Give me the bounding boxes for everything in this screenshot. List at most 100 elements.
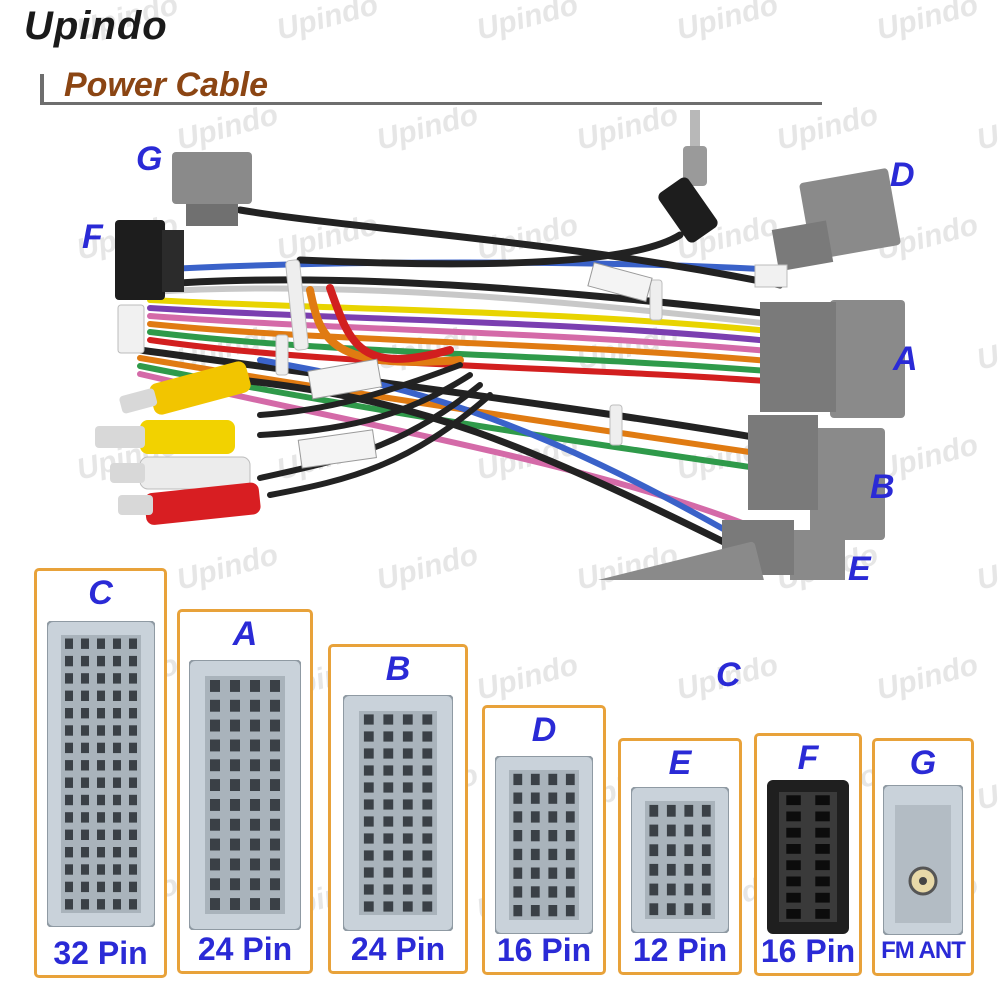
pin-slot (81, 812, 89, 823)
pin-slot (97, 638, 105, 649)
pin-slot (548, 792, 558, 804)
pin-slot (81, 777, 89, 788)
pin-slot (383, 731, 394, 742)
pin-slot (548, 867, 558, 879)
pin-slot (65, 812, 73, 823)
pin-slot (230, 719, 240, 732)
callout-f: F (82, 218, 103, 256)
pin-slot (270, 759, 280, 772)
pin-slot (129, 742, 137, 754)
connector-c-face (47, 621, 155, 927)
pin-slot (548, 848, 558, 861)
pin-slot (363, 748, 374, 759)
connector-a-face (189, 660, 301, 930)
pin-slot (684, 863, 694, 876)
pin-slot (97, 742, 105, 754)
pin-slot (815, 860, 830, 871)
pin-slot (422, 833, 433, 844)
connector-g-body (172, 152, 252, 226)
watermark-text: Upindo (973, 758, 1000, 817)
pin-slot (383, 714, 394, 725)
watermark-text: Upindo (473, 0, 581, 47)
pin-slot (402, 850, 413, 861)
pin-slot (383, 748, 394, 759)
pin-slot (422, 816, 433, 827)
pin-slot (129, 655, 137, 667)
pin-slot (65, 690, 73, 701)
pin-slot (815, 892, 830, 903)
pin-slot (363, 867, 374, 878)
pin-slot (530, 905, 540, 917)
pin-slot (383, 782, 394, 793)
pin-slot (402, 901, 413, 912)
pin-slot (81, 847, 89, 858)
pin-slot (383, 884, 394, 895)
pin-slot (65, 794, 73, 806)
pin-slot (250, 818, 260, 831)
pin-slot (513, 830, 523, 842)
pin-slot (65, 899, 73, 910)
pin-slot (565, 773, 575, 786)
connector-box-g: G FM ANT (872, 738, 974, 976)
pin-slot (129, 760, 137, 771)
pin-slot (129, 638, 137, 649)
pin-slot (230, 739, 240, 752)
watermark-text: Upindo (473, 648, 581, 707)
pin-slot (666, 844, 676, 857)
pin-slot (422, 731, 433, 742)
pin-slot (65, 881, 73, 893)
connector-letter: B (385, 650, 411, 688)
connector-a-body (760, 300, 905, 418)
pin-slot (684, 844, 694, 857)
pin-slot (383, 765, 394, 776)
pin-slot (363, 850, 374, 861)
pin-slot (701, 863, 711, 876)
pin-slot (513, 867, 523, 879)
pin-slot (129, 690, 137, 701)
pin-slot (210, 719, 220, 732)
pin-slot (230, 878, 240, 891)
pin-slot (97, 881, 105, 893)
pin-slot (270, 799, 280, 811)
pin-slot (786, 827, 801, 838)
pin-slot (402, 731, 413, 742)
pin-slot (230, 759, 240, 772)
pin-slot (210, 699, 220, 712)
pin-slot (363, 799, 374, 810)
pin-slot (422, 867, 433, 878)
pin-slot (97, 690, 105, 701)
pin-slot (815, 876, 830, 887)
watermark-text: Upindo (273, 0, 381, 47)
pin-slot (402, 867, 413, 878)
pin-slot (402, 748, 413, 759)
connector-d-body (771, 168, 901, 272)
pin-slot (113, 899, 121, 910)
pin-slot (422, 799, 433, 810)
connector-letter: E (668, 744, 692, 782)
pin-slot (513, 773, 523, 786)
pin-slot (65, 742, 73, 754)
pin-slot (815, 811, 830, 822)
pin-slot (97, 829, 105, 840)
pin-slot (65, 847, 73, 858)
section-title: Power Cable (64, 66, 269, 104)
pin-count: 16 Pin (496, 932, 592, 968)
pin-slot (210, 818, 220, 831)
pin-slot (402, 782, 413, 793)
title-accent-bar (40, 74, 44, 104)
pin-count: 12 Pin (632, 932, 728, 968)
pin-slot (97, 655, 105, 667)
pin-slot (701, 883, 711, 896)
pin-slot (363, 816, 374, 827)
pin-slot (113, 725, 121, 736)
brand-logo: Upindo (24, 4, 168, 48)
pin-slot (250, 779, 260, 791)
pin-slot (530, 773, 540, 786)
pin-slot (81, 708, 89, 719)
pin-slot (815, 909, 830, 919)
pin-slot (250, 898, 260, 910)
pin-slot (270, 878, 280, 891)
pin-slot (548, 811, 558, 823)
pin-count: 16 Pin (760, 933, 856, 969)
pin-slot (113, 638, 121, 649)
